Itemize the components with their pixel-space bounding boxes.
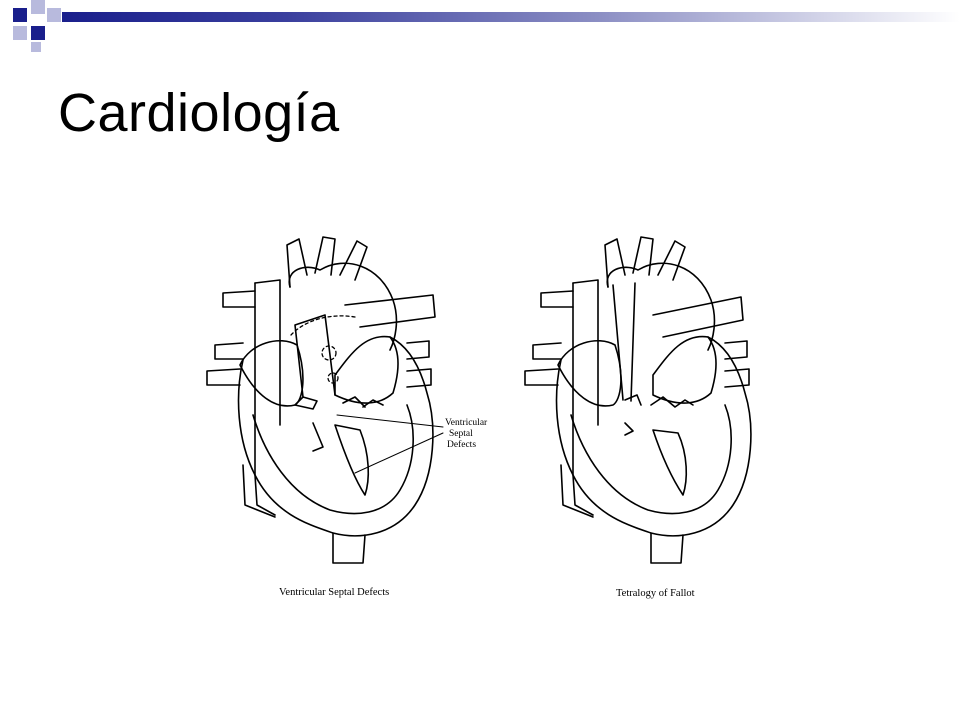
caption-tetralogy-of-fallot: Tetralogy of Fallot (616, 588, 695, 599)
heart-tetralogy-illustration (524, 236, 752, 564)
vsd-callout-line-3: Defects (447, 439, 476, 450)
deco-square-1 (13, 8, 27, 22)
deco-square-3 (47, 8, 61, 22)
deco-square-5 (31, 26, 45, 40)
title-bar-gradient (62, 12, 960, 22)
slide-title: Cardiología (58, 83, 340, 143)
vsd-callout-line-1: Ventricular (445, 418, 488, 428)
vsd-callout-line-2: Septal (449, 429, 473, 439)
heart-vsd-illustration (206, 236, 444, 564)
heart-diagrams: Ventricular Septal Defects Ventricular S… (206, 236, 752, 599)
caption-ventricular-septal-defects: Ventricular Septal Defects (279, 587, 389, 598)
corner-decoration (0, 0, 80, 56)
deco-square-2 (31, 0, 45, 14)
deco-square-4 (13, 26, 27, 40)
deco-square-6 (31, 42, 41, 52)
